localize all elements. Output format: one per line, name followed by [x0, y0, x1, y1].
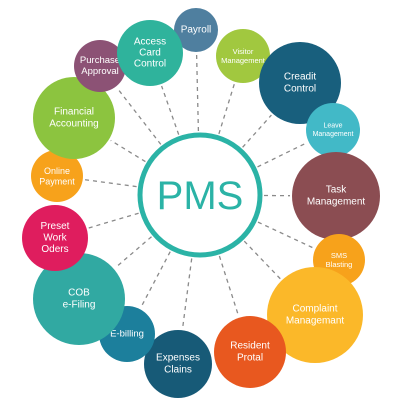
node-label-online-payment: Payment: [39, 176, 75, 186]
connector-online-payment: [84, 179, 137, 188]
connector-expenses-clains: [181, 258, 193, 329]
node-payroll: Payroll: [174, 8, 218, 52]
node-label-expenses-clains: Expenses: [156, 353, 200, 364]
node-circle-complaint-managemant: [267, 267, 363, 363]
node-label-preset-work-oders: Preset: [41, 221, 70, 232]
node-circle-preset-work-oders: [22, 205, 88, 271]
connector-financial-accounting: [110, 139, 146, 163]
center-hub: PMS: [137, 132, 263, 258]
node-circle-visitor-management: [216, 29, 270, 83]
node-circle-leave-management: [306, 103, 360, 157]
node-label-access-card-control: Card: [139, 48, 161, 59]
node-label-access-card-control: Control: [134, 59, 166, 70]
connector-payroll: [195, 53, 200, 132]
connector-cob-e-filing: [114, 236, 152, 269]
node-label-leave-management: Leave: [323, 122, 342, 129]
connector-creadit-control: [242, 114, 272, 148]
module-nodes: PayrollVisitorManagementCreaditControlLe…: [22, 8, 380, 398]
center-ring: [137, 132, 263, 258]
node-circle-resident-protal: [214, 316, 286, 388]
node-label-purchase-approval: Approval: [81, 66, 119, 77]
node-label-online-payment: Online: [44, 166, 70, 176]
connector-preset-work-oders: [88, 212, 139, 229]
connector-visitor-management: [218, 83, 236, 135]
connector-e-billing: [140, 251, 171, 308]
node-circle-task-management: [292, 152, 380, 240]
node-label-cob-e-filing: COB: [68, 288, 90, 299]
connector-resident-protal: [218, 255, 240, 316]
node-label-purchase-approval: Purchase: [80, 55, 120, 66]
node-circle-purchase-approval: [74, 40, 126, 92]
connector-complaint-managemant: [243, 240, 281, 280]
node-label-expenses-clains: Clains: [164, 365, 192, 376]
connector-access-card-control: [160, 85, 180, 135]
node-label-payroll: Payroll: [181, 25, 212, 36]
node-label-visitor-management: Visitor: [233, 47, 254, 56]
node-label-e-billing: E-billing: [110, 329, 144, 340]
node-label-sms-blasting: SMS: [331, 251, 347, 260]
node-label-financial-accounting: Financial: [54, 107, 94, 118]
connector-lines: [84, 53, 314, 329]
node-circle-creadit-control: [259, 42, 341, 124]
node-circle-online-payment: [31, 150, 83, 202]
node-label-preset-work-oders: Oders: [41, 244, 68, 255]
node-label-resident-protal: Resident: [230, 341, 270, 352]
node-label-leave-management: Management: [313, 131, 354, 138]
node-label-creadit-control: Control: [284, 84, 316, 95]
node-label-task-management: Task: [326, 185, 348, 196]
node-label-preset-work-oders: Work: [43, 233, 67, 244]
connector-purchase-approval: [116, 87, 162, 145]
connector-leave-management: [257, 142, 308, 168]
node-label-task-management: Management: [307, 197, 366, 208]
connector-sms-blasting: [257, 221, 314, 249]
node-label-sms-blasting: Blasting: [326, 260, 353, 269]
node-label-cob-e-filing: e-Filing: [63, 300, 96, 311]
node-circle-access-card-control: [117, 20, 183, 86]
node-label-financial-accounting: Accounting: [49, 119, 98, 130]
center-label: PMS: [157, 174, 244, 218]
node-circle-cob-e-filing: [33, 253, 125, 345]
node-label-complaint-managemant: Complaint: [292, 304, 337, 315]
node-label-complaint-managemant: Managemant: [286, 316, 345, 327]
node-label-resident-protal: Protal: [237, 353, 263, 364]
node-label-access-card-control: Access: [134, 37, 166, 48]
node-circle-payroll: [174, 8, 218, 52]
node-label-creadit-control: Creadit: [284, 72, 316, 83]
node-circle-financial-accounting: [33, 77, 115, 159]
node-label-visitor-management: Management: [221, 56, 266, 65]
node-circle-expenses-clains: [144, 330, 212, 398]
